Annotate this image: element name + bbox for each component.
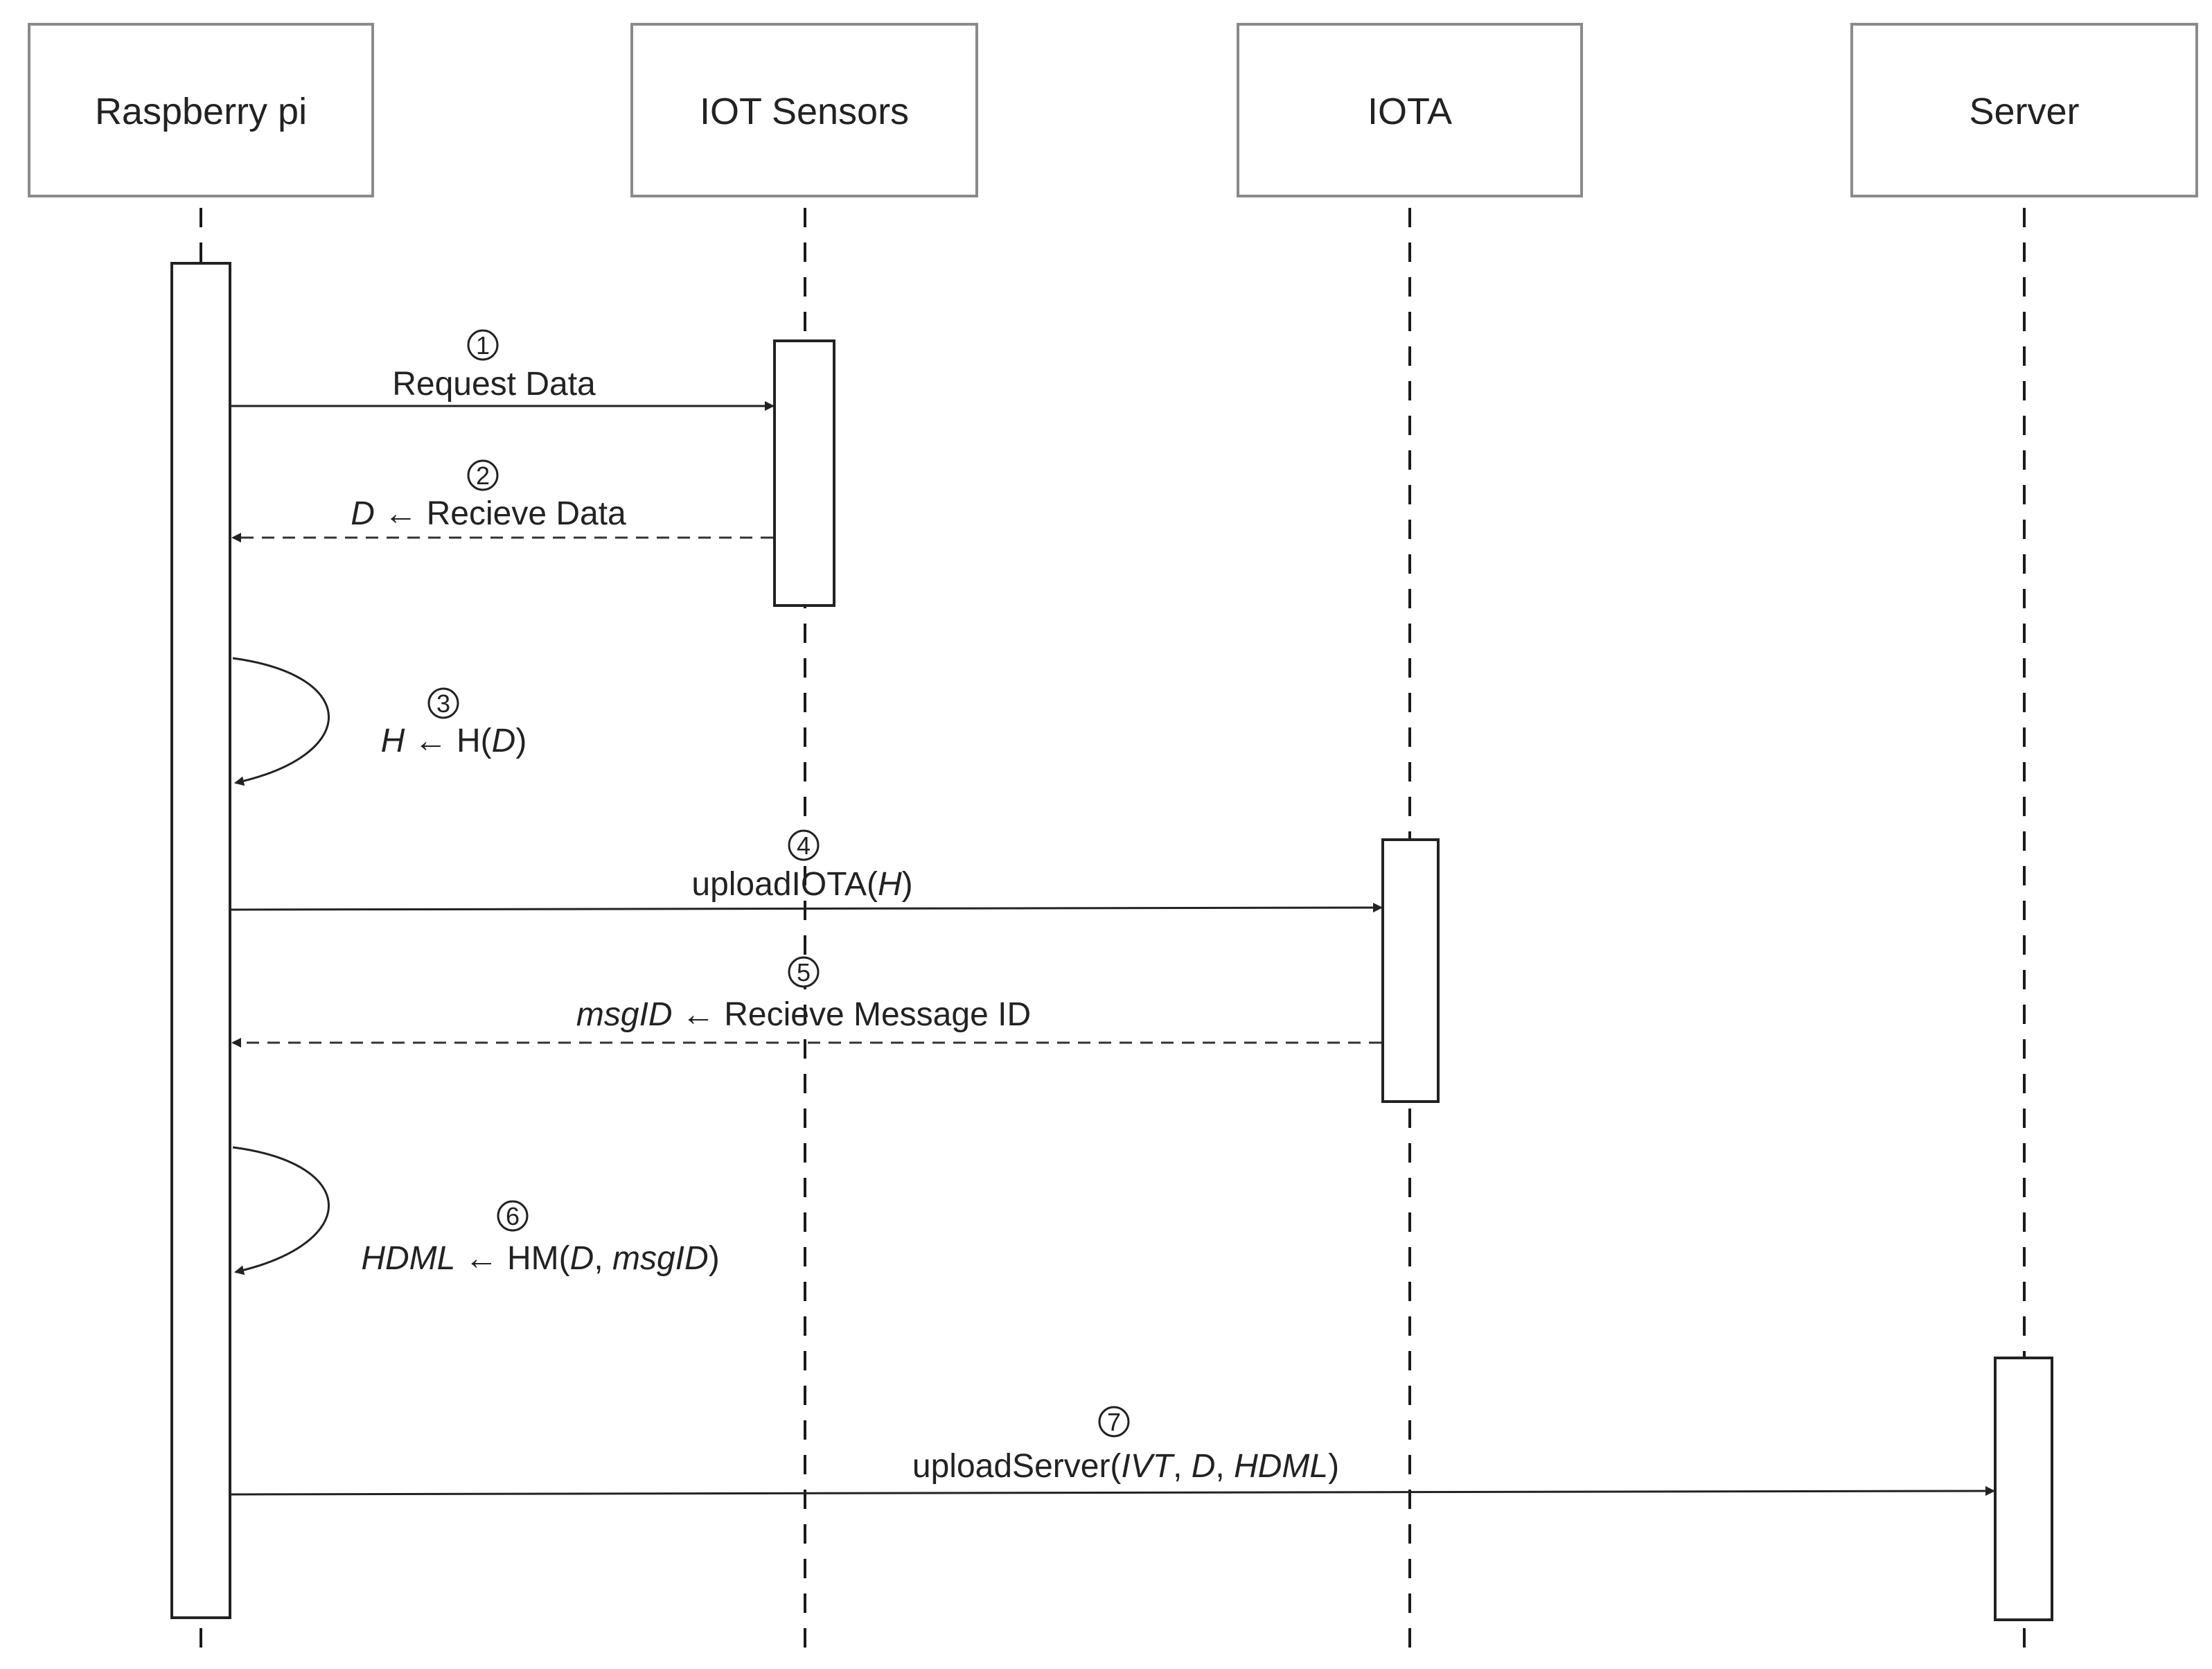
- step-number-2: 2: [476, 461, 490, 490]
- label-segment: uploadIOTA(: [691, 866, 878, 903]
- step-marker-3: [427, 687, 459, 719]
- step-number-1: 1: [476, 331, 490, 360]
- actor-raspberry-pi: Raspberry pi: [28, 23, 374, 197]
- message-3: 3 H ← H(D): [232, 657, 527, 786]
- label-segment: ): [902, 866, 913, 903]
- label-segment: ← HM(: [455, 1240, 569, 1277]
- message-5: 5 msgID ← Recieve Message ID: [231, 956, 1381, 1048]
- message-label-3: H ← H(D): [381, 723, 527, 759]
- step-marker-6: [497, 1200, 529, 1232]
- label-segment: IVT: [1121, 1448, 1175, 1485]
- activation-iot-sensors: [773, 339, 835, 607]
- message-label-2: D ← Recieve Data: [351, 495, 626, 532]
- actor-label-raspberry-pi: Raspberry pi: [95, 91, 307, 132]
- message-label-6: HDML ← HM(D, msgID): [361, 1240, 719, 1277]
- label-segment: ): [515, 723, 527, 759]
- message-label-5: msgID ← Recieve Message ID: [576, 996, 1031, 1033]
- label-segment: H: [878, 866, 902, 903]
- actor-iota: IOTA: [1237, 23, 1583, 197]
- activation-raspberry-pi: [170, 262, 231, 1619]
- label-segment: ← Recieve Message ID: [673, 996, 1032, 1033]
- message-1: 1 Request Data: [231, 329, 775, 411]
- message-label-7: uploadServer(IVT, D, HDML): [912, 1448, 1339, 1485]
- label-segment: ): [709, 1240, 720, 1277]
- label-segment: ← H(: [405, 723, 491, 759]
- actor-label-iot-sensors: IOT Sensors: [700, 91, 909, 132]
- actor-server: Server: [1850, 23, 2198, 197]
- message-2: 2 D ← Recieve Data: [231, 459, 773, 542]
- step-marker-2: [467, 459, 499, 491]
- step-marker-4: [788, 829, 820, 861]
- message-label-1: Request Data: [392, 366, 596, 403]
- label-segment: msgID: [576, 996, 673, 1033]
- step-marker-1: [467, 329, 499, 361]
- label-segment: D: [570, 1240, 594, 1277]
- step-number-5: 5: [797, 958, 811, 987]
- label-segment: ,: [1215, 1448, 1234, 1485]
- label-segment: D: [351, 495, 375, 532]
- step-number-3: 3: [436, 689, 450, 718]
- message-6: 6 HDML ← HM(D, msgID): [232, 1146, 720, 1277]
- label-segment: D: [1192, 1448, 1216, 1485]
- step-number-4: 4: [797, 831, 811, 860]
- label-segment: msgID: [612, 1240, 709, 1277]
- actor-label-server: Server: [1969, 91, 2079, 132]
- label-segment: ,: [594, 1240, 612, 1277]
- step-marker-5: [788, 956, 820, 988]
- step-marker-7: [1098, 1406, 1130, 1438]
- step-number-7: 7: [1107, 1408, 1121, 1436]
- label-segment: ,: [1173, 1448, 1192, 1485]
- label-segment: D: [492, 723, 516, 759]
- label-segment: ← Recieve Data: [375, 495, 626, 532]
- activation-server: [1994, 1357, 2053, 1621]
- message-7: 7 uploadServer(IVT, D, HDML): [231, 1406, 1995, 1496]
- step-number-6: 6: [506, 1202, 520, 1230]
- actor-label-iota: IOTA: [1368, 91, 1452, 132]
- label-segment: uploadServer(: [912, 1448, 1122, 1485]
- label-segment: H: [381, 723, 405, 759]
- message-label-4: uploadIOTA(H): [691, 866, 912, 903]
- actor-iot-sensors: IOT Sensors: [630, 23, 978, 197]
- label-segment: HDML: [361, 1240, 455, 1277]
- activation-iota: [1381, 838, 1440, 1103]
- label-segment: HDML: [1234, 1448, 1328, 1485]
- message-4: 4 uploadIOTA(H): [231, 829, 1383, 913]
- label-segment: ): [1328, 1448, 1339, 1485]
